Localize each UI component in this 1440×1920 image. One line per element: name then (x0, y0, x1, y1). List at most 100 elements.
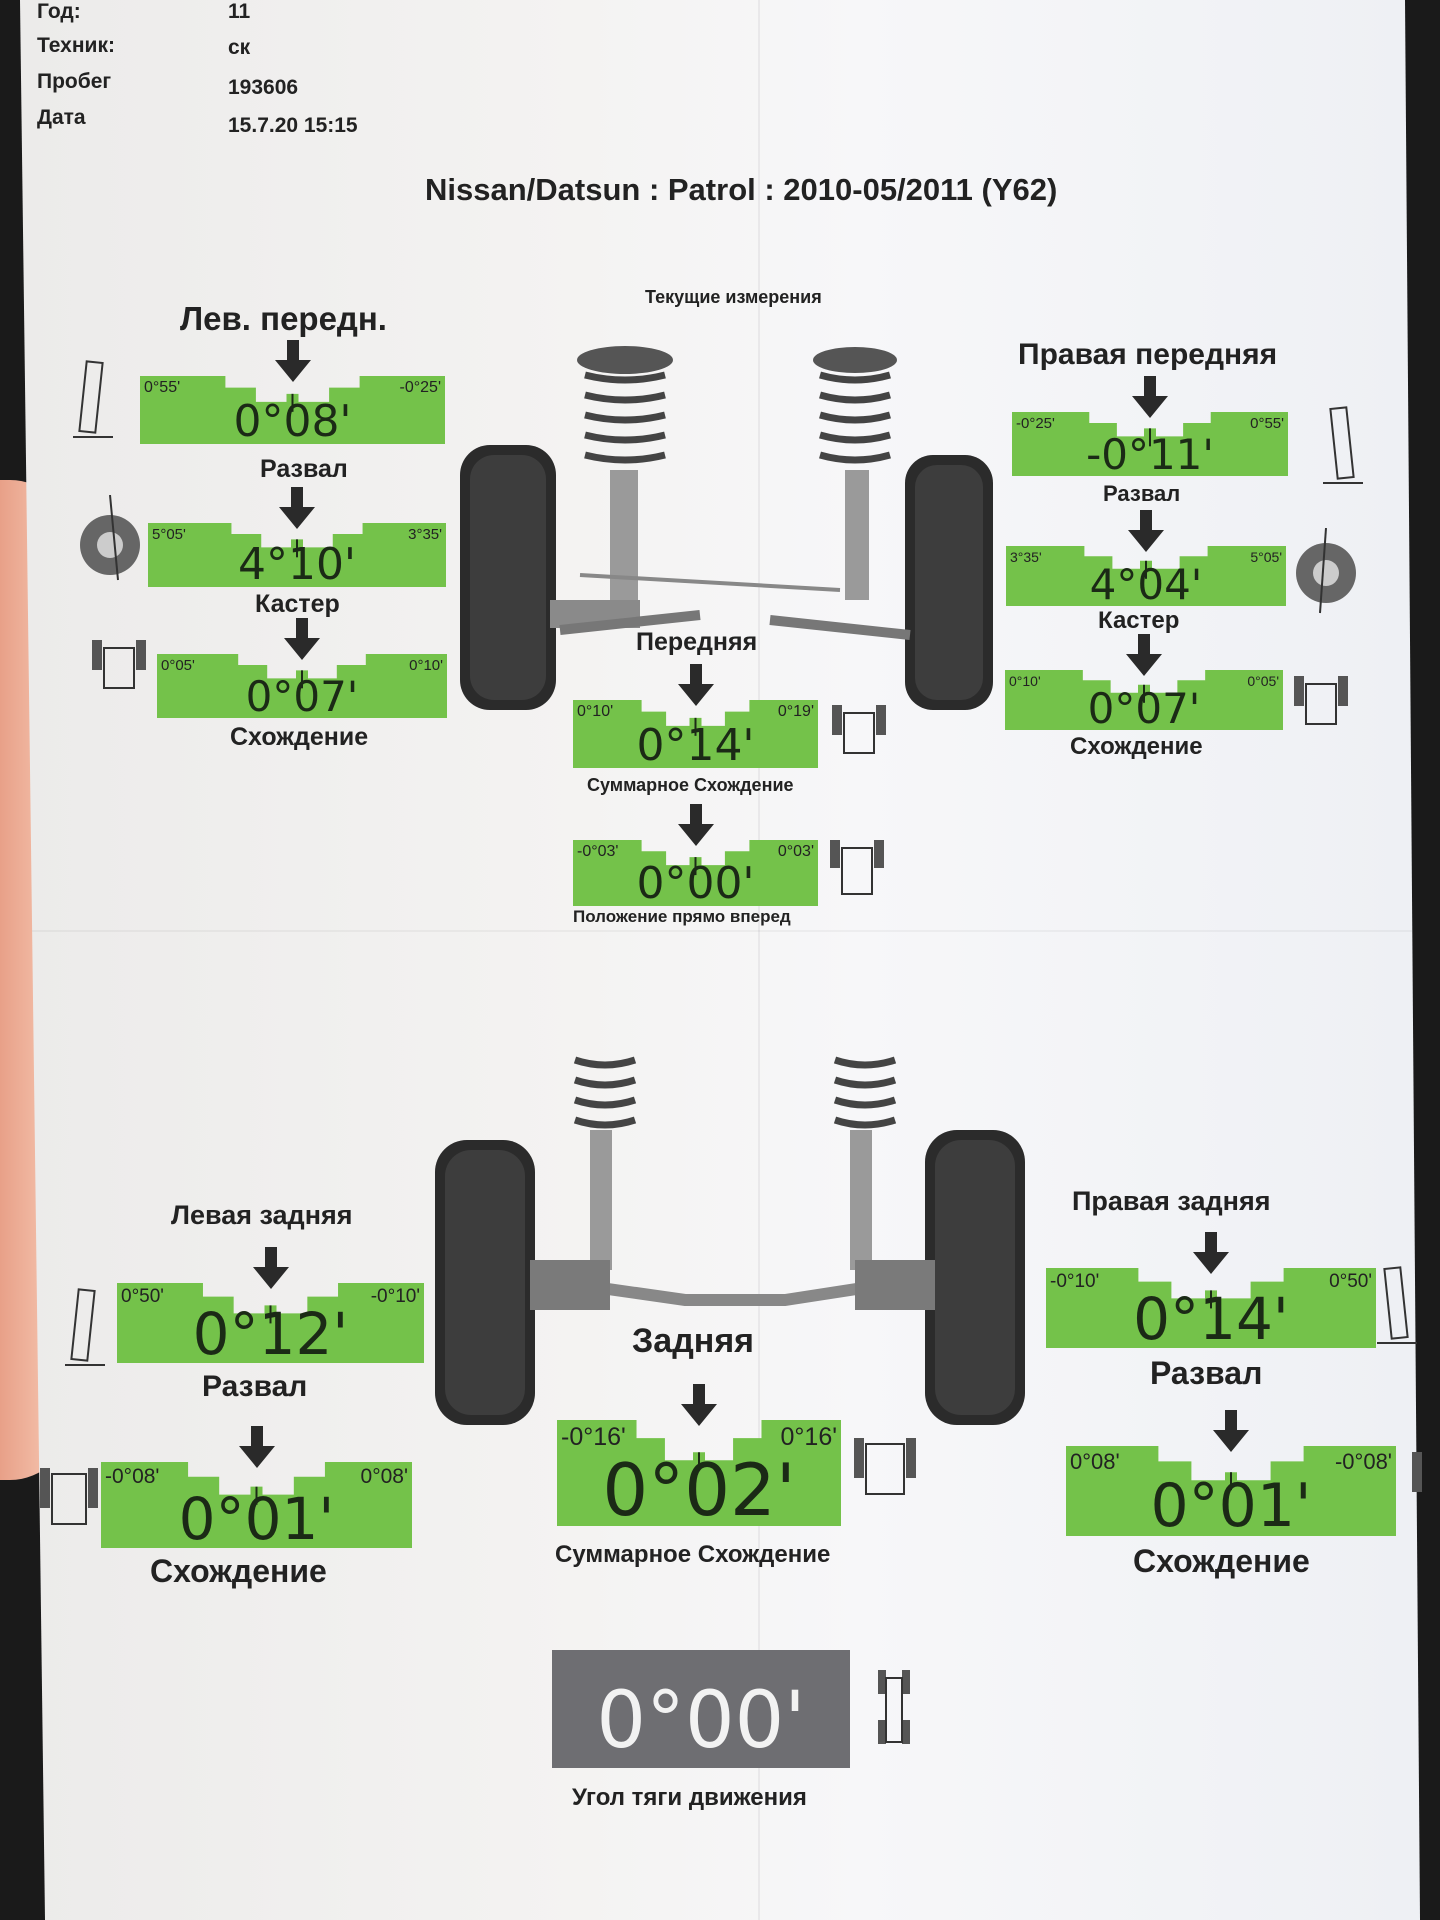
front-total-heading: Передняя (636, 628, 758, 656)
rear-left-toe-gauge-fill (101, 1462, 412, 1548)
steering-straight-ahead-gauge-bar (573, 840, 818, 906)
rear-right-camber-min-limit: -0°10' (1050, 1271, 1100, 1292)
front-right-camber-pointer-arrow-shape (1132, 376, 1168, 418)
rear-left-camber-value: 0°12' (192, 1300, 349, 1368)
front-left-caster-label: Кастер (255, 590, 340, 618)
front-left-camber-min-limit: 0°55' (144, 379, 181, 396)
front-left-caster-pointer-arrow-icon (279, 487, 315, 529)
front-left-caster-min-limit: 5°05' (152, 526, 186, 543)
rear-right-toe-gauge: 0°08'-0°08'0°01' (1066, 1446, 1396, 1536)
front-right-camber-min-limit: -0°25' (1016, 415, 1055, 432)
fold-line-horizontal (20, 930, 1420, 932)
rear-right-camber-value: 0°14' (1133, 1285, 1289, 1353)
front-right-caster-value: 4°04' (1089, 560, 1203, 609)
rear-left-camber-gauge: 0°50'-0°10'0°12' (117, 1283, 424, 1363)
front-right-caster-label: Кастер (1098, 607, 1180, 634)
rear-left-toe-gauge-bar (101, 1462, 412, 1548)
year-value: 11 (228, 0, 251, 23)
front-left-toe-min-limit: 0°05' (161, 657, 195, 674)
camber-pictogram-icon (1377, 1266, 1417, 1344)
caster-pictogram-icon (1296, 528, 1356, 614)
front-total-toe-gauge-bar (573, 700, 818, 768)
technician-value: ск (228, 36, 251, 59)
fold-line-vertical (758, 0, 760, 1920)
rear-right-toe-max-limit: -0°08' (1334, 1449, 1392, 1474)
front-right-camber-pointer-arrow-icon (1132, 376, 1168, 418)
front-left-camber-pointer-arrow-icon (274, 340, 311, 382)
thrust-angle-gauge: 0°00' (552, 1650, 850, 1768)
toe-pictogram-icon (92, 640, 146, 689)
total-toe-pictogram-icon (854, 1438, 916, 1495)
steering-straight-ahead-label: Положение прямо вперед (573, 907, 791, 926)
front-right-caster-min-limit: 3°35' (1010, 549, 1042, 565)
rear-left-camber-label: Развал (202, 1370, 308, 1403)
rear-total-toe-label: Суммарное Схождение (555, 1541, 831, 1568)
front-total-toe-min-limit: 0°10' (577, 703, 614, 720)
rear-total-toe-pointer-arrow-icon (681, 1384, 717, 1426)
steering-straight-ahead-pointer-arrow-icon (677, 804, 714, 846)
rear-left-camber-pointer-arrow-icon (252, 1247, 289, 1289)
thrust-angle-value: 0°00' (596, 1676, 806, 1766)
rear-suspension-illustration (435, 1056, 1025, 1425)
front-suspension-illustration (460, 346, 993, 710)
rear-right-toe-value: 0°01' (1150, 1471, 1312, 1541)
vehicle-title: Nissan/Datsun : Patrol : 2010-05/2011 (Y… (425, 172, 1058, 207)
steering-straight-ahead-gauge: -0°03'0°03'0°00' (573, 840, 818, 906)
toe-pictogram-icon (40, 1468, 98, 1525)
front-left-toe-value: 0°07' (245, 672, 359, 721)
rear-right-toe-label: Схождение (1133, 1543, 1310, 1579)
rear-left-toe-min-limit: -0°08' (105, 1465, 160, 1488)
front-right-caster-max-limit: 5°05' (1250, 549, 1282, 565)
front-left-camber-label: Развал (260, 455, 348, 483)
front-left-camber-gauge: 0°55'-0°25'0°08' (140, 376, 445, 444)
rear-total-toe-value: 0°02' (602, 1448, 796, 1532)
rear-right-camber-pointer-arrow-icon (1193, 1232, 1229, 1274)
front-total-toe-value: 0°14' (636, 720, 755, 771)
mileage-label: Пробег (37, 70, 112, 93)
rear-right-toe-pointer-arrow-shape (1213, 1410, 1249, 1452)
rear-total-toe-gauge: -0°16'0°16'0°02' (557, 1420, 841, 1526)
alignment-printout (20, 0, 1420, 1920)
thrust-angle-pictogram-icon (878, 1670, 910, 1744)
front-left-toe-pointer-arrow-icon (284, 618, 320, 660)
front-right-toe-min-limit: 0°10' (1009, 673, 1041, 689)
rear-total-heading: Задняя (632, 1322, 755, 1360)
rear-left-toe-max-limit: 0°08' (360, 1465, 408, 1488)
front-left-toe-label: Схождение (230, 723, 369, 751)
front-right-toe-gauge-bar (1005, 670, 1283, 730)
rear-right-heading: Правая задняя (1072, 1186, 1271, 1216)
date-label: Дата (37, 106, 86, 129)
rear-left-toe-gauge: -0°08'0°08'0°01' (101, 1462, 412, 1548)
front-right-toe-pointer-arrow-shape (1126, 634, 1162, 676)
front-right-toe-gauge: 0°10'0°05'0°07' (1005, 670, 1283, 730)
total-toe-pictogram-icon (832, 705, 886, 754)
rear-left-toe-pointer-arrow-icon (238, 1426, 275, 1468)
toe-pictogram-icon (1412, 1452, 1422, 1492)
front-left-caster-max-limit: 3°35' (408, 526, 442, 543)
front-left-camber-max-limit: -0°25' (399, 379, 441, 396)
rear-left-camber-gauge-bar (117, 1283, 424, 1363)
front-right-heading: Правая передняя (1018, 338, 1278, 371)
front-total-toe-pointer-arrow-shape (677, 664, 714, 706)
front-left-caster-value: 4°10' (237, 539, 357, 590)
front-right-caster-pointer-arrow-icon (1128, 510, 1164, 552)
toe-pictogram-icon (1294, 676, 1348, 725)
rear-left-camber-min-limit: 0°50' (121, 1286, 164, 1307)
thrust-angle-label: Угол тяги движения (572, 1784, 807, 1811)
front-right-toe-pointer-arrow-icon (1126, 634, 1162, 676)
steering-pictogram-icon (830, 840, 884, 895)
rear-total-toe-max-limit: 0°16' (780, 1423, 837, 1451)
front-left-camber-gauge-bar (140, 376, 445, 444)
rear-total-toe-pointer-arrow-shape (681, 1384, 717, 1426)
front-left-caster-gauge-bar (148, 523, 446, 587)
front-right-camber-gauge-bar (1012, 412, 1288, 476)
rear-right-camber-gauge: -0°10'0°50'0°14' (1046, 1268, 1376, 1348)
front-right-camber-value: -0°11' (1086, 430, 1214, 479)
steering-straight-ahead-pointer-arrow-shape (677, 804, 714, 846)
front-left-toe-gauge: 0°05'0°10'0°07' (157, 654, 447, 718)
technician-label: Техник: (37, 34, 115, 57)
front-right-camber-label: Развал (1103, 481, 1181, 506)
year-label: Год: (37, 0, 81, 23)
front-right-caster-gauge-bar (1006, 546, 1286, 606)
date-value: 15.7.20 15:15 (228, 114, 358, 137)
